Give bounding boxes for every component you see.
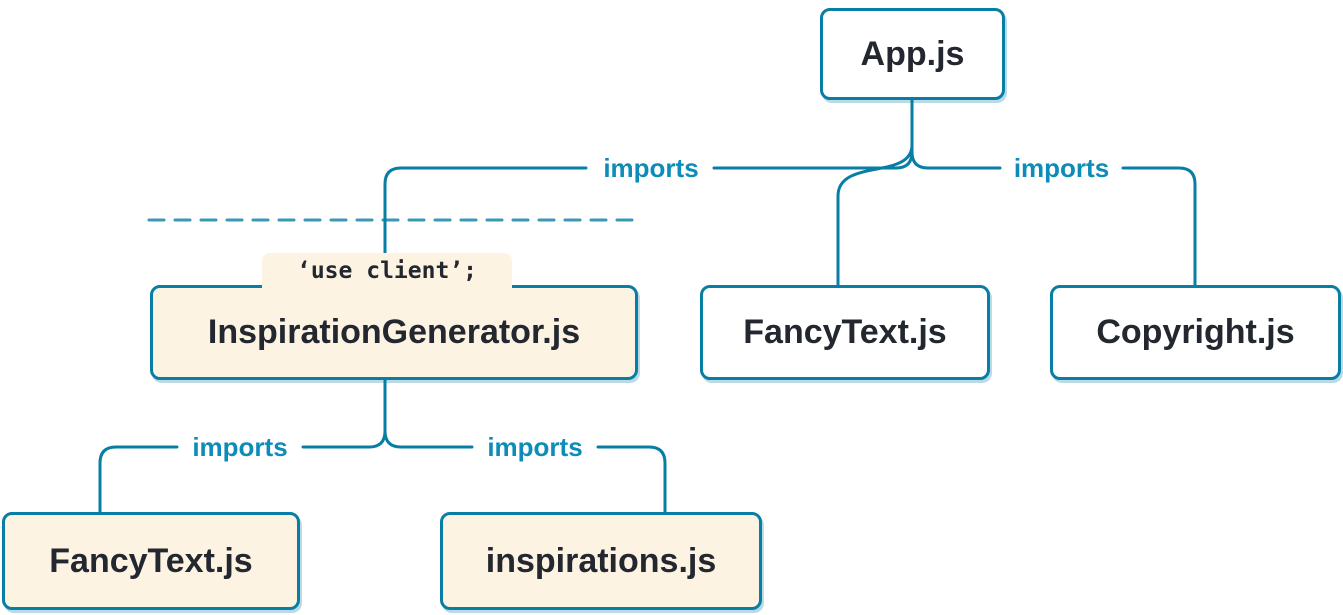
edge-label-imports-app-right: imports: [1013, 152, 1110, 183]
node-inspirations-js: inspirations.js: [440, 512, 762, 610]
edge-label-imports-generator-right: imports: [487, 431, 583, 462]
edge-label-imports-app-left: imports: [603, 152, 699, 183]
edge-app-to-copyright-b: [1121, 166, 1197, 287]
edge-app-to-fancytext: [836, 98, 914, 287]
edge-label-imports-generator-left: imports: [192, 431, 288, 462]
use-client-directive-tag: ‘use client’;: [262, 253, 512, 289]
edge-inspirationgenerator-to-fancytext-b: [98, 445, 179, 514]
edge-app-to-copyright-a: [910, 150, 1002, 170]
node-inspirationgenerator-js: InspirationGenerator.js: [150, 285, 638, 380]
node-app-js: App.js: [820, 8, 1005, 100]
node-fancytext-js-bottom: FancyText.js: [2, 512, 300, 610]
node-copyright-js: Copyright.js: [1050, 285, 1341, 380]
node-fancytext-js-top: FancyText.js: [700, 285, 990, 380]
edge-app-to-inspirationgenerator-b: [383, 166, 588, 255]
edge-inspirationgenerator-to-inspirations-b: [596, 445, 667, 514]
edge-inspirationgenerator-to-inspirations-a: [383, 429, 474, 449]
edge-inspirationgenerator-to-fancytext-a: [301, 429, 387, 449]
edge-app-to-inspirationgenerator-a: [712, 98, 914, 170]
